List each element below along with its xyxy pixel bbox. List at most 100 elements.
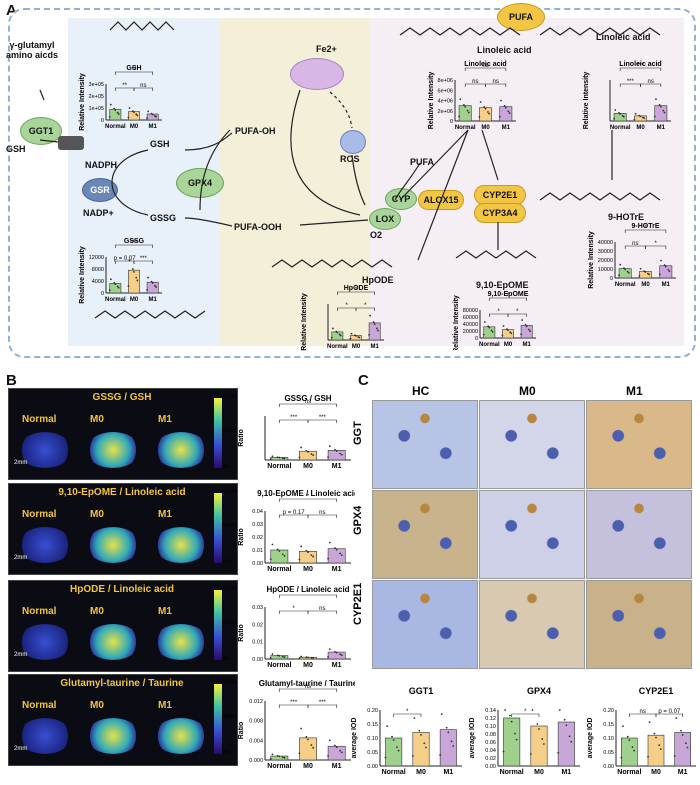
- sig-label: ns: [305, 684, 311, 690]
- data-point: [278, 456, 281, 459]
- bar: [659, 265, 673, 279]
- data-point: [667, 268, 670, 271]
- data-point: [658, 744, 661, 747]
- data-point: [633, 118, 636, 121]
- category-label: M1: [502, 125, 511, 131]
- gamma-glutamyl-label: γ-glutamyl amino aicds: [6, 40, 59, 60]
- msi-tissue-image: [154, 624, 208, 660]
- sig-label: *: [524, 709, 527, 715]
- data-point: [478, 116, 481, 118]
- colorbar: [214, 493, 222, 563]
- sig-label: ***: [130, 240, 138, 246]
- category-label: M1: [678, 769, 688, 776]
- histology-image: [372, 580, 478, 669]
- msi-group-label: M1: [158, 606, 172, 617]
- data-point: [335, 450, 338, 452]
- linoleic-structure-1: [399, 27, 521, 36]
- data-point: [113, 107, 116, 110]
- sig-bracket: [133, 87, 153, 91]
- y-tick-label: 0.00: [252, 657, 263, 663]
- data-point: [648, 273, 651, 276]
- y-tick-label: 2e+05: [89, 94, 104, 100]
- chart-ylabel: Relative Intensity: [453, 295, 460, 350]
- sig-label: p = 0.07: [114, 256, 137, 262]
- fe-label: Fe2+: [316, 44, 337, 54]
- data-point: [639, 267, 642, 270]
- category-label: M1: [443, 769, 453, 776]
- histology-col-header: M0: [519, 384, 536, 398]
- data-point: [358, 336, 361, 339]
- data-point: [146, 117, 148, 120]
- sig-bracket: [307, 610, 337, 614]
- y-tick-label: 20000: [463, 329, 478, 335]
- sig-bracket: [133, 260, 153, 264]
- data-point: [633, 749, 636, 752]
- data-point: [639, 115, 642, 118]
- data-point: [418, 729, 421, 732]
- y-tick-label: 8e+06: [438, 78, 453, 84]
- data-point: [339, 452, 342, 455]
- data-point: [305, 449, 308, 452]
- sig-bracket: [307, 419, 337, 423]
- pathway-diagram: [39, 21, 661, 319]
- bar: [368, 322, 381, 341]
- data-point: [509, 714, 511, 717]
- sig-bracket: [393, 713, 422, 717]
- chart-title: GSSG / GSH: [284, 394, 331, 403]
- data-point: [684, 742, 687, 745]
- histology-image: [479, 400, 585, 489]
- data-point: [613, 117, 615, 120]
- sig-label: *: [307, 494, 310, 500]
- bar: [327, 745, 346, 761]
- histology-image: [372, 490, 478, 579]
- chart-epome-ratio: 9,10-EpOME / Linoleic acidRatio0.000.010…: [238, 489, 355, 573]
- y-tick-label: 0.08: [485, 732, 496, 738]
- data-point: [281, 655, 284, 658]
- data-point: [109, 278, 112, 281]
- chart-ylabel: Ratio: [238, 528, 245, 546]
- y-tick-label: 0.00: [485, 764, 496, 770]
- data-point: [618, 112, 620, 114]
- sig-label: **: [122, 83, 127, 89]
- data-point: [116, 285, 119, 288]
- category-label: M1: [332, 662, 342, 669]
- data-point: [627, 271, 630, 274]
- data-point: [498, 115, 501, 118]
- chart-title: GSSG: [124, 238, 145, 245]
- data-point: [376, 327, 378, 330]
- y-tick-label: 4e+06: [438, 99, 453, 105]
- y-tick-label: 0.01: [252, 640, 263, 646]
- data-point: [515, 738, 518, 741]
- sig-bracket: [655, 713, 683, 717]
- bar: [458, 105, 472, 122]
- category-label: M0: [130, 297, 139, 303]
- y-tick-label: 0.000: [249, 758, 263, 764]
- data-point: [558, 709, 561, 711]
- data-point: [482, 333, 485, 336]
- data-point: [653, 732, 656, 735]
- chart-ylabel: average IOD: [469, 718, 476, 759]
- category-label: Normal: [267, 566, 291, 573]
- histology-row-label: GGT: [352, 421, 364, 445]
- bar: [479, 107, 492, 122]
- data-point: [668, 270, 671, 273]
- data-point: [525, 325, 528, 328]
- sig-label: ***: [290, 700, 298, 706]
- data-point: [339, 749, 342, 752]
- data-point: [675, 717, 678, 720]
- msi-group-label: Normal: [22, 414, 57, 425]
- data-point: [638, 275, 641, 277]
- bar: [499, 106, 513, 122]
- data-point: [452, 745, 455, 747]
- sig-label: p = 0.17: [283, 510, 306, 516]
- sig-bracket: [511, 713, 540, 717]
- data-point: [490, 329, 493, 332]
- scale-bar: 2mm: [14, 746, 28, 752]
- data-point: [155, 115, 157, 118]
- y-tick-label: 0.02: [252, 535, 263, 541]
- msi-group-label: Normal: [22, 606, 57, 617]
